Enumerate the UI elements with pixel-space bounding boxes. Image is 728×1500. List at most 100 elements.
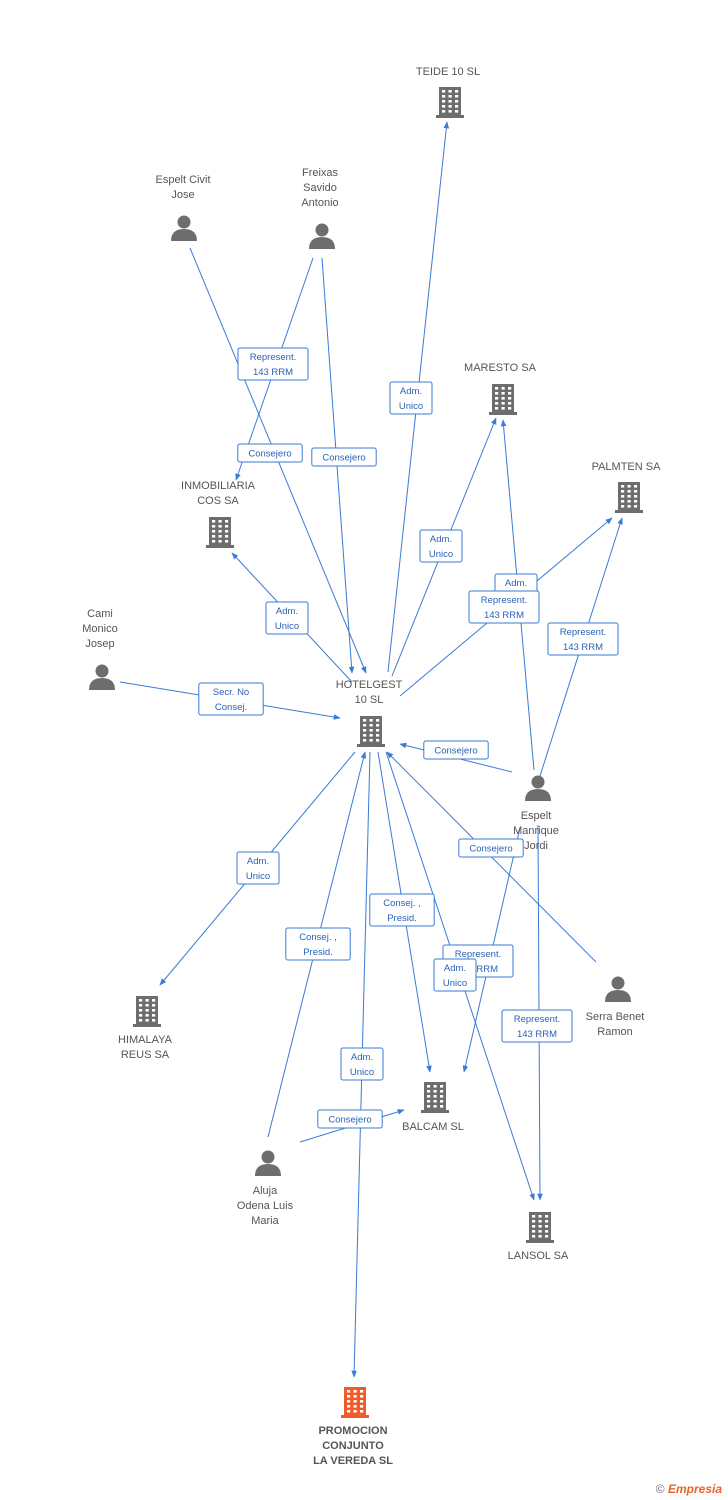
edge-label-text: Secr. No: [213, 687, 249, 698]
edge-label-text: Represent.: [514, 1014, 560, 1025]
edge-label-box: [198, 682, 264, 716]
edge-label-espelt_manrique-to-maresto[interactable]: Represent.143 RRM: [468, 590, 540, 624]
edge-label-hotelgest-to-inmobiliaria[interactable]: Adm.Unico: [265, 601, 309, 635]
node-label: Aluja: [253, 1185, 278, 1197]
person-icon: [309, 223, 335, 249]
copyright-symbol: ©: [655, 1482, 665, 1496]
node-balcam[interactable]: BALCAM SL: [402, 1082, 464, 1133]
edge-label-text: Adm.: [400, 386, 422, 397]
edge-label-box: [265, 601, 309, 635]
edge-label-box: [317, 1109, 383, 1129]
edge-label-box: [236, 851, 280, 885]
building-icon: [489, 384, 517, 415]
node-label: Jose: [171, 189, 194, 201]
node-label: LA VEREDA SL: [313, 1455, 393, 1467]
edge-label-freixas-to-hotelgest[interactable]: Consejero: [311, 447, 377, 467]
building-icon: [133, 996, 161, 1027]
node-label: CONJUNTO: [322, 1440, 384, 1452]
edge-label-box: [433, 958, 477, 992]
node-label: Josep: [85, 638, 114, 650]
edge-label-text: Unico: [350, 1067, 374, 1078]
person-icon: [525, 775, 551, 801]
edge-label-text: Consej. ,: [383, 898, 421, 909]
brand-name: Empresia: [667, 1482, 722, 1496]
edge-label-aluja-to-hotelgest[interactable]: Consej. ,Presid.: [285, 927, 351, 961]
edge-label-box: [369, 893, 435, 927]
edge-label-box: [237, 347, 309, 381]
edge-label-text: Adm.: [247, 856, 269, 867]
node-maresto[interactable]: MARESTO SA: [464, 362, 537, 415]
edge-label-espelt_manrique-to-hotelgest[interactable]: Consejero: [423, 740, 489, 760]
node-lansol[interactable]: LANSOL SA: [508, 1212, 569, 1262]
edge-label-hotelgest-to-maresto[interactable]: Adm. Unico: [419, 529, 463, 563]
node-palmten[interactable]: PALMTEN SA: [592, 461, 662, 513]
edge-label-text: Adm.: [430, 534, 452, 545]
edge-label-hotelgest-to-teide[interactable]: Adm. Unico: [389, 381, 433, 415]
edge-label-text: 143 RRM: [458, 964, 498, 975]
node-label: Serra Benet: [586, 1011, 645, 1023]
edge-label-hotelgest-to-balcam[interactable]: Consej. , Presid.: [369, 893, 435, 927]
node-label: 10 SL: [355, 694, 384, 706]
edge-label-text: Consej. ,: [299, 932, 337, 943]
edge-label-hotelgest-to-lansol[interactable]: Adm.Unico: [433, 958, 477, 992]
node-label: HIMALAYA: [118, 1034, 173, 1046]
edge-label-text: Adm.: [276, 606, 298, 617]
building-icon: [436, 87, 464, 118]
edge-label-freixas-to-inmobiliaria[interactable]: Represent.143 RRM: [237, 347, 309, 381]
edge-label-box: [458, 838, 524, 858]
node-label: PALMTEN SA: [592, 461, 662, 473]
node-label: Espelt: [521, 810, 552, 822]
edge-label-text: Consejero: [469, 844, 512, 855]
building-icon: [357, 716, 385, 747]
edge-label-text: Presid.: [387, 913, 417, 924]
node-label: Maria: [251, 1215, 279, 1227]
edge-label-text: Unico: [399, 401, 423, 412]
edge-label-box: [423, 740, 489, 760]
edge-label-box: [547, 622, 619, 656]
edge-label-text: Unico: [429, 549, 453, 560]
edge-label-serra-to-hotelgest[interactable]: Consejero: [458, 838, 524, 858]
person-icon: [89, 664, 115, 690]
edge-label-cami-to-hotelgest[interactable]: Secr. No Consej.: [198, 682, 264, 716]
edge-label-text: Consej.: [215, 702, 247, 713]
edge-label-espelt_manrique-to-palmten[interactable]: Represent.143 RRM: [547, 622, 619, 656]
edge-label-text: Unico: [246, 871, 270, 882]
building-icon: [206, 517, 234, 548]
node-label: Ramon: [597, 1026, 632, 1038]
edge-label-box: [389, 381, 433, 415]
node-himalaya[interactable]: HIMALAYA REUS SA: [118, 996, 173, 1061]
node-label: Antonio: [301, 197, 338, 209]
edge-label-box: [311, 447, 377, 467]
building-icon: [421, 1082, 449, 1113]
edge-label-box: [285, 927, 351, 961]
edge-label-aluja-to-balcam[interactable]: Consejero: [317, 1109, 383, 1129]
edge-label-text: Adm.: [505, 578, 527, 589]
edges-layer: [119, 121, 623, 1378]
node-teide[interactable]: TEIDE 10 SL: [416, 66, 480, 118]
edge-label-box: [340, 1047, 384, 1081]
edge-label-text: Represent.: [560, 627, 606, 638]
edge-label-hotelgest-to-himalaya[interactable]: Adm. Unico: [236, 851, 280, 885]
edge-label-box: [468, 590, 540, 624]
edge-label-text: Represent.: [250, 352, 296, 363]
person-icon: [171, 215, 197, 241]
edge-label-espelt_civit-to-hotelgest[interactable]: Consejero: [237, 443, 303, 463]
building-icon: [341, 1387, 369, 1418]
edge-label-hotelgest-to-promocion[interactable]: Adm.Unico: [340, 1047, 384, 1081]
node-label: REUS SA: [121, 1049, 170, 1061]
edge-label-espelt_manrique-to-lansol[interactable]: Represent. 143 RRM: [501, 1009, 573, 1043]
edge-label-text: 143 RRM: [517, 1029, 557, 1040]
node-label: Espelt Civit: [155, 174, 210, 186]
building-icon: [615, 482, 643, 513]
